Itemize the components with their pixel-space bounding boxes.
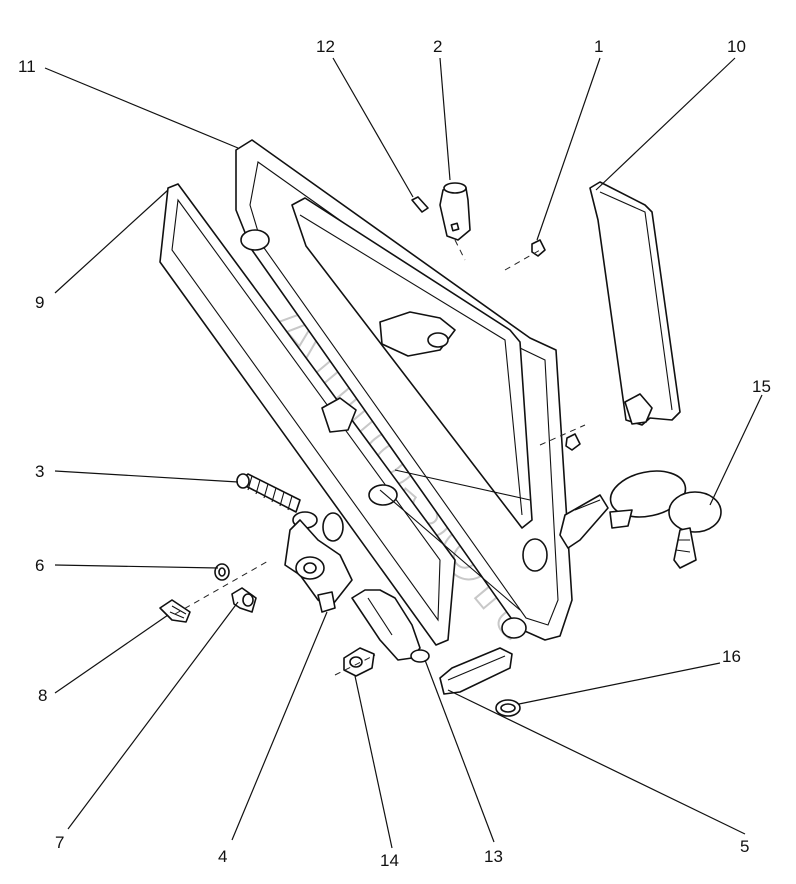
- callout-1: 1: [594, 37, 603, 56]
- leader-lines: [44, 57, 763, 849]
- part-2-plunger: [439, 182, 471, 241]
- part-12-pin: [411, 196, 429, 213]
- callout-13: 13: [484, 847, 503, 866]
- callout-10: 10: [727, 37, 746, 56]
- part-11-housing-frame: [235, 139, 573, 641]
- callout-11: 11: [18, 57, 36, 76]
- part-4-lever: [284, 519, 353, 613]
- part-14-nut: [343, 647, 375, 677]
- callout-2: 2: [433, 37, 442, 56]
- assembly-axes: [174, 239, 586, 676]
- part-9-gasket: [159, 183, 456, 646]
- callout-7: 7: [55, 833, 64, 852]
- part-5-bracket: [439, 647, 513, 695]
- part-6-washer: [214, 563, 230, 581]
- callout-16: 16: [722, 647, 741, 666]
- part-8-bolt: [159, 599, 191, 623]
- callout-15: 15: [752, 377, 771, 396]
- part-16-washer: [495, 699, 521, 717]
- part-3-spring: [236, 473, 301, 513]
- callout-3: 3: [35, 462, 44, 481]
- callout-5: 5: [740, 837, 749, 856]
- part-7-clip: [231, 587, 257, 613]
- part-15-lock-and-keys: [559, 470, 722, 569]
- callout-14: 14: [380, 851, 399, 870]
- part-10-handle-cover: [589, 181, 681, 426]
- callout-6: 6: [35, 556, 44, 575]
- part-1-screw: [531, 239, 581, 451]
- callout-9: 9: [35, 293, 44, 312]
- callout-8: 8: [38, 686, 47, 705]
- part-13-latch: [351, 589, 430, 663]
- callout-12: 12: [316, 37, 335, 56]
- callout-labels: 1 2 3 4 5 6 7 8 9 10 11 12 13 14 15 16: [18, 37, 771, 870]
- callout-4: 4: [218, 847, 227, 866]
